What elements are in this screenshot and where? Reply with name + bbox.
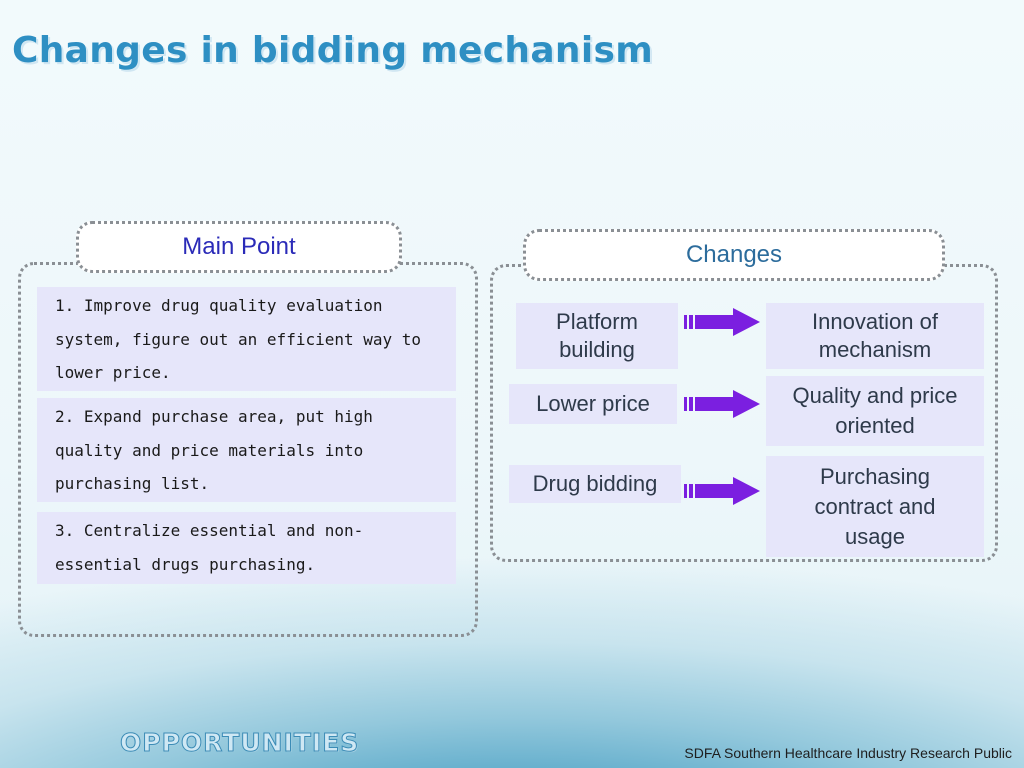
main-point-line: 2. Expand purchase area, put high — [55, 407, 373, 426]
footer-logo-wordmark: OPPORTUNITIES — [119, 728, 360, 758]
change-to-label: Innovation of mechanism — [812, 309, 938, 362]
change-from-drug-bidding: Drug bidding — [509, 465, 681, 503]
main-point-item-1: 1. Improve drug quality evaluation syste… — [37, 287, 456, 391]
right-arrow-icon — [684, 390, 760, 418]
main-point-line: 1. Improve drug quality evaluation — [55, 296, 383, 315]
change-from-lower-price: Lower price — [509, 384, 677, 424]
change-to-label: Quality and price oriented — [792, 383, 958, 438]
main-point-line: essential drugs purchasing. — [55, 554, 316, 574]
change-from-label: Drug bidding — [532, 471, 658, 496]
main-point-line: lower price. — [55, 363, 171, 382]
change-to-label: Purchasing contract and usage — [814, 463, 936, 549]
change-from-label: Lower price — [536, 391, 650, 416]
main-point-header: Main Point — [76, 221, 402, 273]
main-point-item-2: 2. Expand purchase area, put high qualit… — [37, 398, 456, 502]
main-point-line: 3. Centralize essential and non- — [55, 521, 364, 540]
change-from-label: Platform building — [556, 309, 638, 362]
changes-header-label: Changes — [685, 241, 783, 268]
changes-header: Changes — [523, 229, 945, 281]
change-to-innovation-of-mechanism: Innovation of mechanism — [766, 303, 984, 369]
change-to-quality-and-price-oriented: Quality and price oriented — [766, 376, 984, 446]
main-point-line: purchasing list. — [55, 474, 210, 493]
main-point-item-3: 3. Centralize essential and non- essenti… — [37, 512, 456, 584]
footer-credit: SDFA Southern Healthcare Industry Resear… — [684, 745, 1012, 761]
change-from-platform-building: Platform building — [516, 303, 678, 369]
right-arrow-icon — [684, 477, 760, 505]
change-to-purchasing-contract-and-usage: Purchasing contract and usage — [766, 456, 984, 557]
main-point-line: quality and price materials into — [55, 440, 364, 460]
slide-title: Changes in bidding mechanism — [12, 30, 654, 71]
main-point-header-label: Main Point — [182, 233, 296, 260]
right-arrow-icon — [684, 308, 760, 336]
main-point-line: system, figure out an efficient way to — [55, 329, 422, 349]
